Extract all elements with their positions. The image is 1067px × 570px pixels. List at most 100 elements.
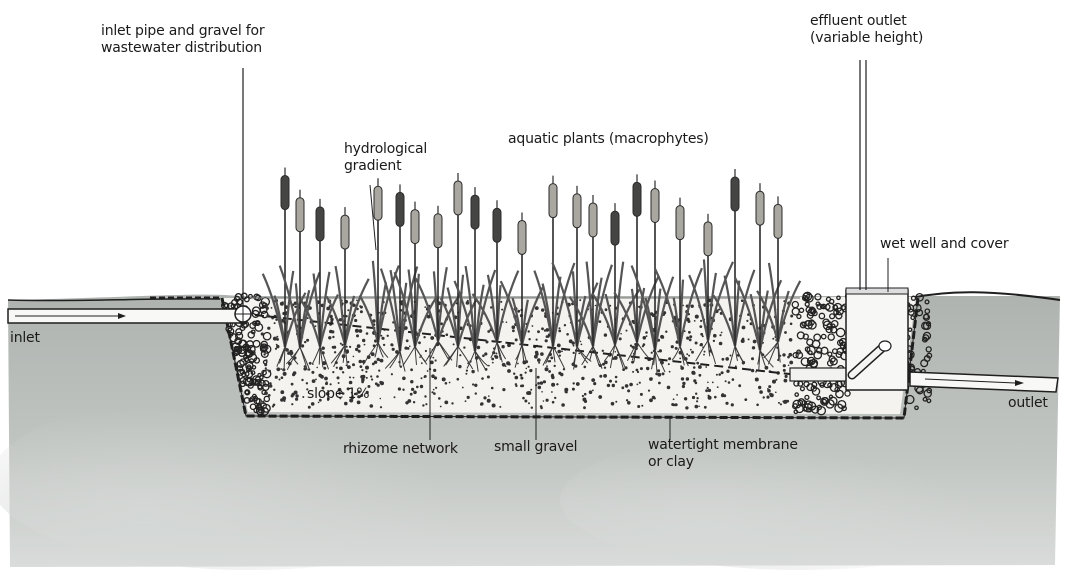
- gravel-dot: [589, 390, 593, 394]
- gravel-dot: [537, 382, 540, 385]
- gravel-dot: [359, 329, 363, 333]
- gravel-dot: [320, 375, 324, 379]
- gravel-dot: [751, 369, 754, 372]
- gravel-dot: [328, 336, 331, 339]
- gravel-dot: [584, 393, 587, 396]
- gravel-dot: [627, 401, 631, 405]
- gravel-dot: [453, 343, 455, 345]
- gravel-dot: [365, 366, 369, 370]
- gravel-dot: [360, 375, 364, 379]
- gravel-dot: [499, 406, 501, 408]
- gravel-dot: [264, 363, 267, 366]
- gravel-dot: [668, 357, 671, 360]
- membrane-label-line1: watertight membrane: [648, 437, 798, 454]
- gravel-dot: [696, 397, 698, 399]
- gravel-dot: [694, 320, 696, 322]
- gravel-dot: [326, 381, 328, 383]
- gravel-dot: [380, 335, 382, 337]
- gravel-dot: [292, 393, 295, 396]
- gravel-dot: [275, 348, 277, 350]
- gravel-dot: [692, 372, 695, 375]
- gravel-dot: [491, 387, 494, 390]
- gravel-dot: [775, 392, 777, 394]
- gravel-dot: [410, 380, 413, 383]
- gravel-dot: [578, 353, 580, 355]
- gravel-dot: [546, 399, 549, 402]
- gravel-dot: [515, 376, 519, 380]
- gravel-dot: [707, 382, 709, 384]
- gravel-dot: [315, 379, 317, 381]
- gravel-dot: [480, 403, 482, 405]
- gravel-dot: [261, 332, 264, 335]
- gravel-dot: [346, 346, 348, 348]
- gravel-dot: [379, 359, 381, 361]
- gravel-dot: [306, 382, 308, 384]
- gravel-dot: [312, 379, 316, 383]
- gravel-dot: [527, 391, 531, 395]
- gravel-dot: [266, 347, 269, 350]
- gravel-dot: [264, 391, 268, 395]
- gravel-dot: [629, 383, 633, 387]
- gravel-dot: [513, 373, 515, 375]
- gravel-dot: [746, 320, 748, 322]
- gravel-dot: [691, 351, 694, 354]
- gravel-dot: [557, 350, 561, 354]
- gravel-dot: [295, 394, 298, 397]
- gravel-dot: [584, 366, 587, 369]
- gravel-dot: [421, 362, 423, 364]
- gravel-dot: [551, 374, 554, 377]
- gravel-dot: [352, 363, 355, 366]
- gravel-dot: [501, 345, 504, 348]
- inlet-pipe-label: inlet pipe and gravel for wastewater dis…: [101, 23, 264, 57]
- gravel-dot: [378, 370, 380, 372]
- gravel-dot: [559, 327, 561, 329]
- gravel-dot: [263, 402, 265, 404]
- gravel-dot: [273, 389, 275, 391]
- gravel-dot: [406, 339, 409, 342]
- gravel-dot: [651, 352, 653, 354]
- gravel-dot: [269, 382, 272, 385]
- gravel-dot: [484, 352, 487, 355]
- gravel-dot: [704, 406, 707, 409]
- gravel-dot: [560, 373, 563, 376]
- gravel-dot: [770, 393, 774, 397]
- gravel-dot: [684, 397, 687, 400]
- gravel-dot: [611, 402, 615, 406]
- gravel-dot: [482, 354, 485, 357]
- gravel-dot: [708, 395, 710, 397]
- gravel-dot: [341, 344, 343, 346]
- gravel-dot: [603, 374, 607, 378]
- gravel-dot: [679, 358, 681, 360]
- gravel-dot: [668, 363, 670, 365]
- aquatic-plants-label-text: aquatic plants (macrophytes): [508, 131, 709, 148]
- gravel-dot: [643, 336, 647, 340]
- gravel-dot: [528, 402, 530, 404]
- gravel-dot: [602, 350, 604, 352]
- gravel-dot: [435, 359, 437, 361]
- gravel-dot: [640, 393, 643, 396]
- gravel-dot: [789, 361, 793, 365]
- gravel-dot: [342, 371, 344, 373]
- gravel-dot: [492, 362, 494, 364]
- gravel-dot: [723, 394, 726, 397]
- gravel-dot: [641, 405, 643, 407]
- gravel-dot: [564, 388, 568, 392]
- gravel-dot: [550, 357, 553, 360]
- gravel-dot: [768, 385, 771, 388]
- gravel-dot: [506, 321, 508, 323]
- gravel-dot: [353, 377, 355, 379]
- gravel-dot: [275, 376, 278, 379]
- gravel-dot: [572, 388, 575, 391]
- gravel-dot: [671, 345, 674, 348]
- gravel-dot: [620, 333, 622, 335]
- gravel-dot: [767, 389, 771, 393]
- gravel-dot: [487, 399, 491, 403]
- gravel-dot: [615, 381, 617, 383]
- gravel-dot: [673, 398, 675, 400]
- inlet-label: inlet: [10, 330, 40, 347]
- gravel-dot: [732, 378, 735, 381]
- gravel-dot: [718, 373, 721, 376]
- gravel-dot: [640, 367, 643, 370]
- gravel-dot: [637, 405, 640, 408]
- gravel-dot: [637, 384, 639, 386]
